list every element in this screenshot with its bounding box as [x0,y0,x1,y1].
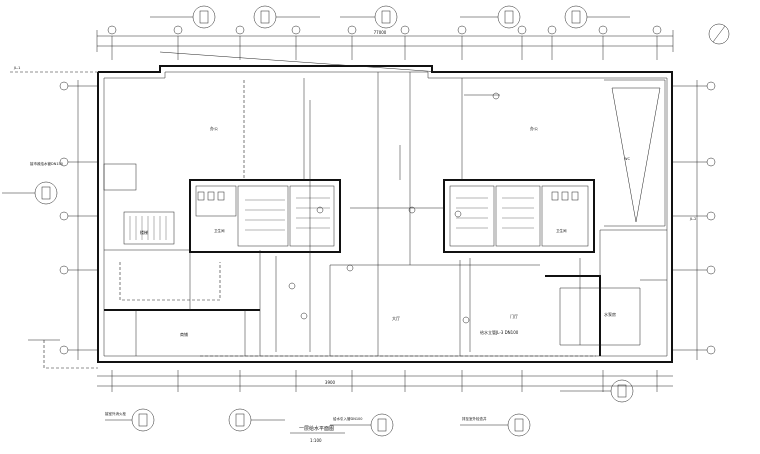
room-label-pump: 水泵房 [604,311,616,317]
top-detail-markers [150,5,630,29]
top-dimension-line [96,30,674,52]
room-label-stair: 楼梯 [140,229,148,235]
room-label-toilet-left: 卫生间 [214,228,225,233]
fixture-label: WC [624,157,630,161]
tag-right: JL-2 [689,217,696,221]
left-detail-marker [2,181,58,205]
dimension-total: 77000 [374,30,387,35]
row-bubbles [59,80,716,360]
room-label-shop: 商铺 [180,331,188,337]
column-grid-ticks [111,36,658,60]
diagonal-main-pipe [159,51,441,73]
room-label-office-left: 办公 [210,125,218,131]
pipe-runs [200,72,596,357]
note-power: 接市政给水管DN150 [30,161,63,166]
bottom-dimension-line [97,370,673,392]
fixtures [197,92,579,324]
interior-partitions [104,78,667,356]
drawing-title: 一层给水平面图 [299,425,334,432]
stair-left [103,163,175,245]
note-center: 给水立管JL-3 DN100 [480,329,519,335]
note-bottom-left: 接室外消火栓 [105,411,126,416]
room-label-lobby: 门厅 [510,313,518,319]
room-label-office-right: 办公 [530,125,538,131]
room-label-toilet-right: 卫生间 [556,228,567,233]
north-arrow-icon [708,23,730,45]
core-left [189,179,341,253]
core-right [443,179,595,253]
room-label-hall: 大厅 [392,315,400,321]
column-bubbles-top [107,25,662,35]
note-bottom-right: 排至室外检查井 [462,416,487,421]
tag-left: JL-1 [13,66,20,70]
note-bottom-mid: 给水引入管DN100 [333,416,363,421]
dimension-note: 3900 [325,380,336,385]
drawing-scale: 1:100 [310,438,322,443]
bottom-detail-markers [105,379,634,437]
